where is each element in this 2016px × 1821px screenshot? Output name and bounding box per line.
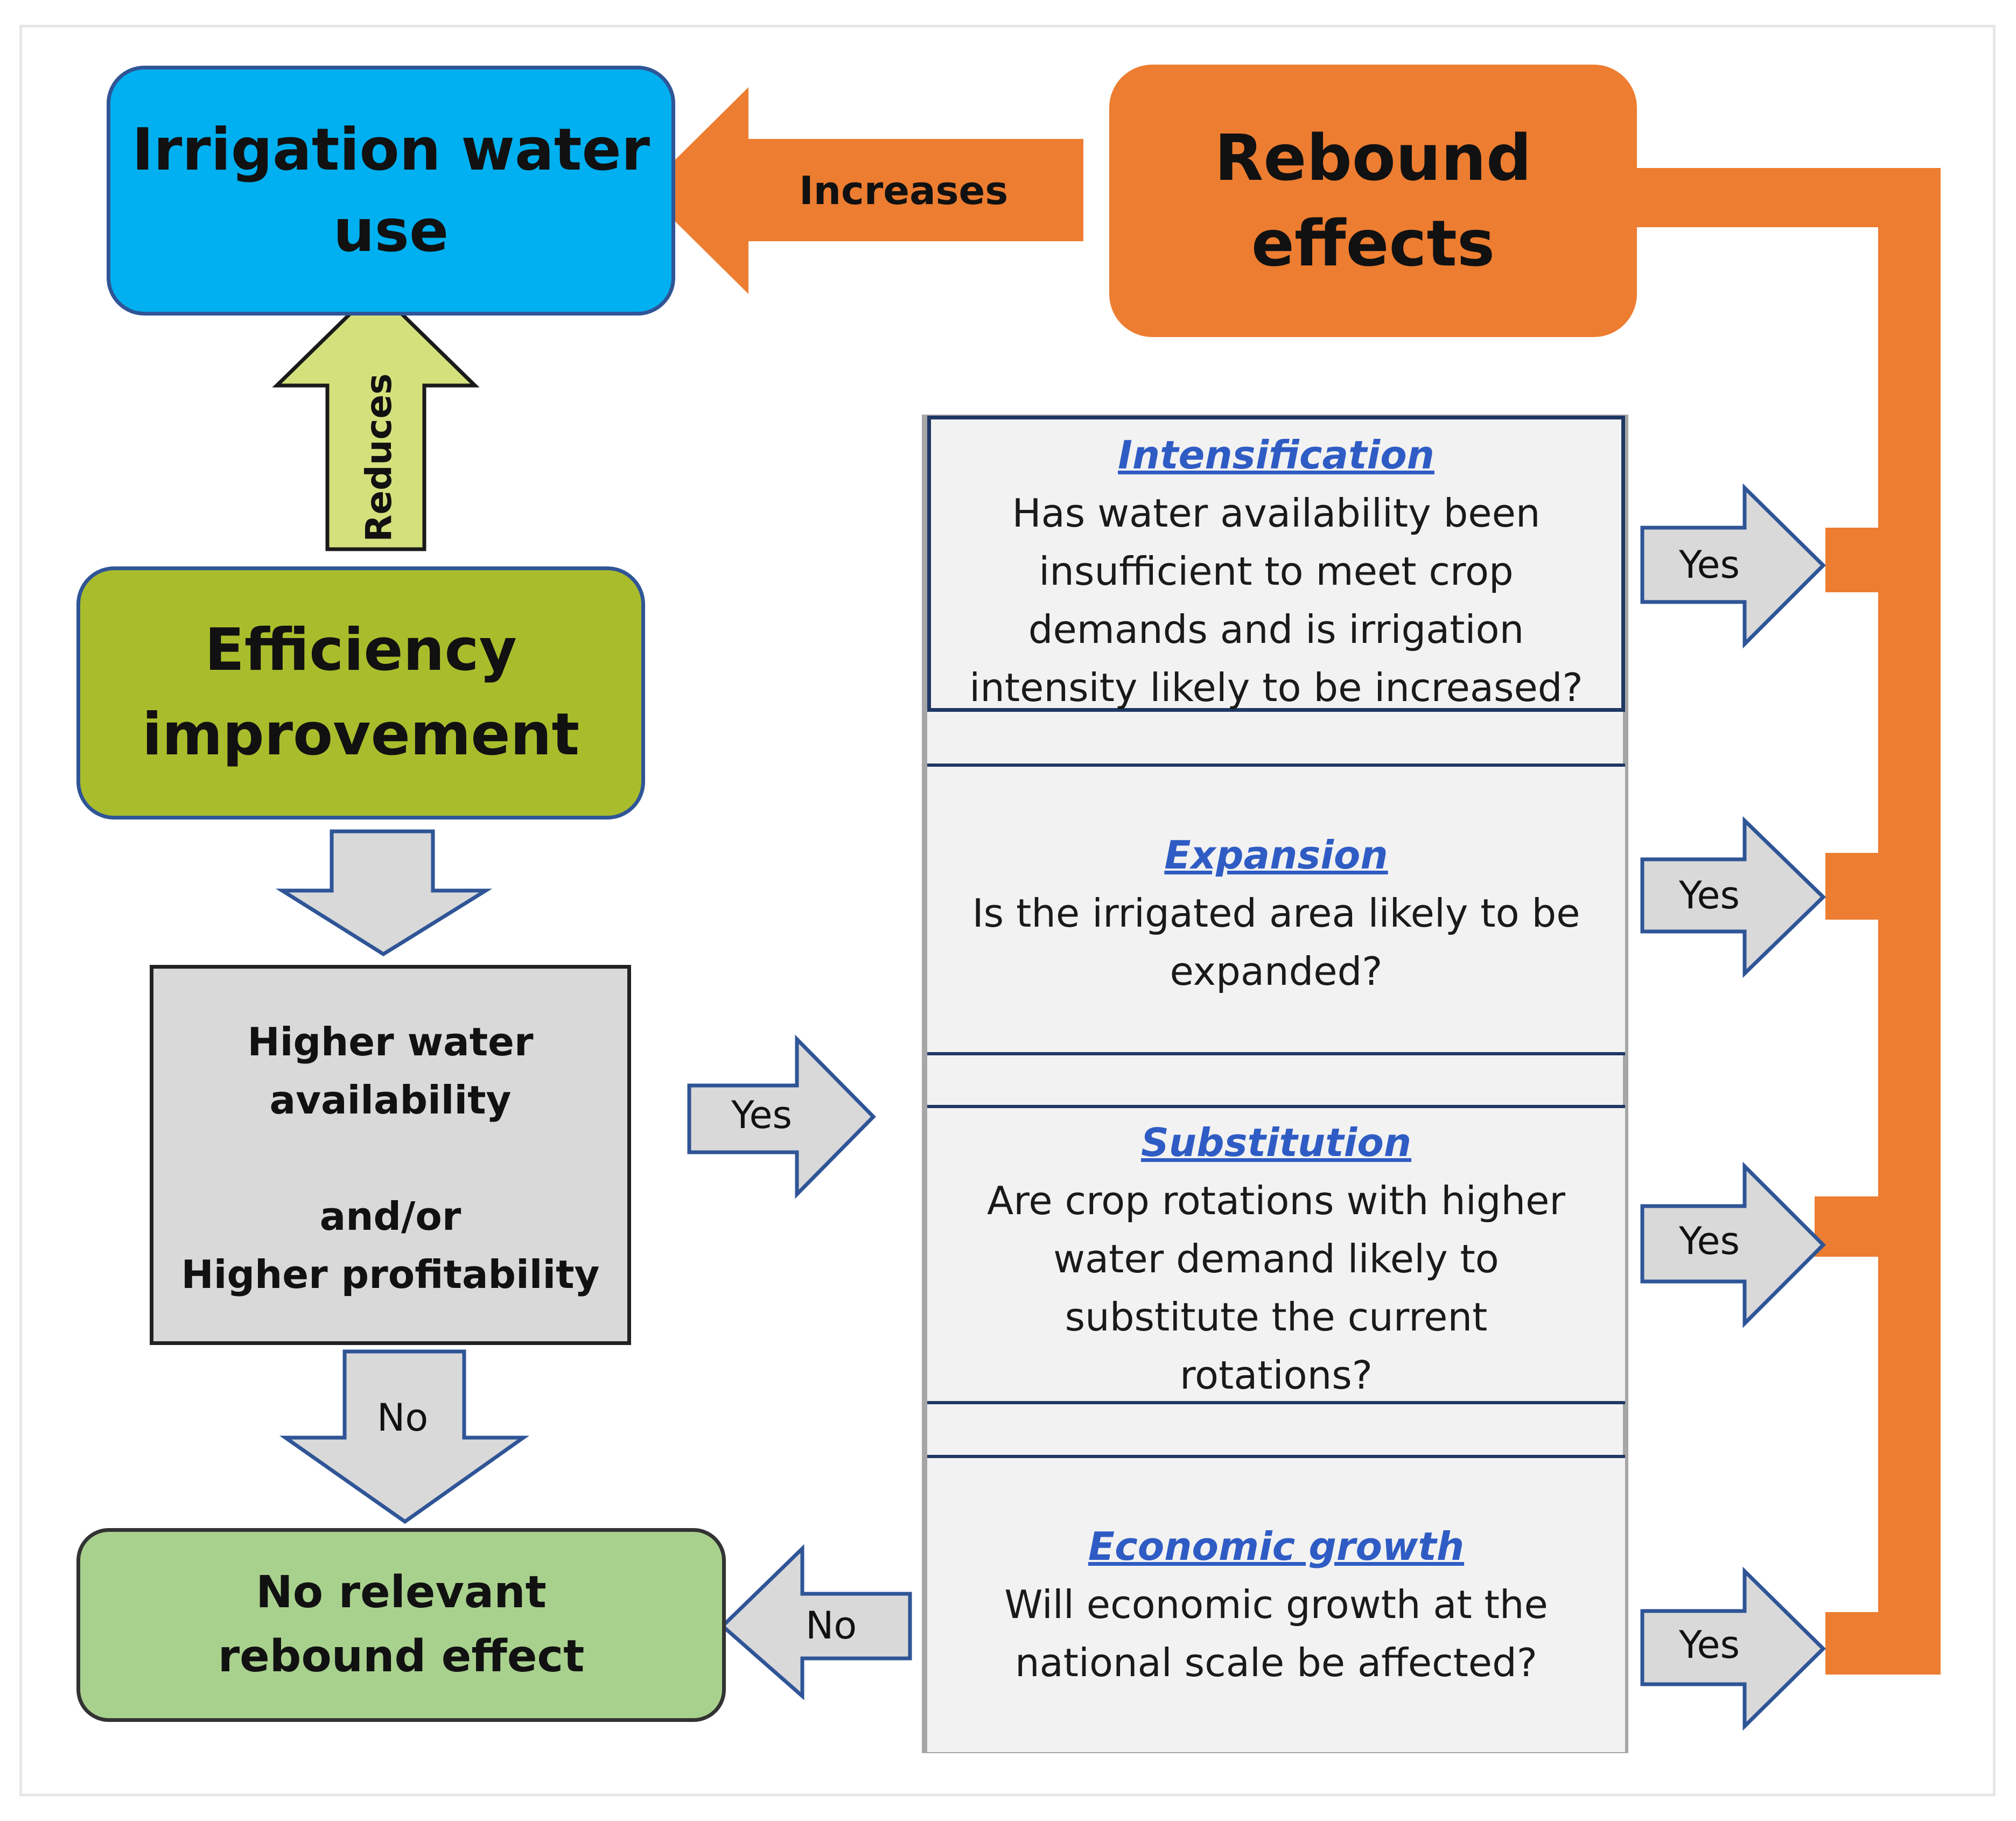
yes-label-main: Yes xyxy=(731,1093,792,1137)
question-text-line: intensity likely to be increased? xyxy=(969,665,1583,710)
increases-arrow xyxy=(644,87,1083,294)
yes-label-economic: Yes xyxy=(1679,1623,1740,1667)
no-label-down: No xyxy=(377,1396,429,1440)
no-label-left: No xyxy=(806,1603,857,1648)
efficiency-line-1: Efficiency xyxy=(205,617,517,684)
question-text-line: water demand likely to xyxy=(1053,1236,1499,1281)
increases-label: Increases xyxy=(799,168,1009,213)
question-title: Intensification xyxy=(1118,432,1434,478)
irrigation-water-use-box: Irrigation water use xyxy=(107,66,675,316)
no-relevant-line-2: rebound effect xyxy=(218,1631,585,1682)
efficiency-line-2: improvement xyxy=(142,701,580,768)
efficiency-improvement-box: Efficiency improvement xyxy=(76,566,645,820)
question-economic-growth: Economic growth Will economic growth at … xyxy=(927,1455,1625,1752)
higher-line-1: Higher water xyxy=(247,1019,534,1064)
yes-arrow-substitution xyxy=(1640,1161,1826,1328)
question-text-line: Is the irrigated area likely to be xyxy=(972,891,1580,936)
question-expansion: Expansion Is the irrigated area likely t… xyxy=(927,764,1625,1055)
question-text-line: substitute the current xyxy=(1065,1294,1488,1340)
yes-label-intensification: Yes xyxy=(1679,543,1740,587)
higher-line-3: and/or xyxy=(319,1194,461,1239)
irrigation-line-2: use xyxy=(333,198,449,265)
no-relevant-rebound-box: No relevant rebound effect xyxy=(76,1528,726,1722)
rebound-line-1: Rebound xyxy=(1214,120,1532,195)
irrigation-line-1: Irrigation water xyxy=(131,116,650,184)
yes-arrow-expansion xyxy=(1640,816,1826,978)
question-title: Economic growth xyxy=(1088,1524,1465,1569)
question-text-line: Has water availability been xyxy=(1012,491,1541,536)
question-title: Expansion xyxy=(1164,832,1388,878)
question-substitution: Substitution Are crop rotations with hig… xyxy=(927,1105,1625,1404)
rebound-feedback-connector xyxy=(1637,168,1941,1675)
yes-label-expansion: Yes xyxy=(1679,873,1740,917)
reduces-arrow xyxy=(272,286,480,551)
question-text-line: expanded? xyxy=(1170,949,1383,994)
question-text-line: insufficient to meet crop xyxy=(1039,549,1514,594)
yes-arrow-main xyxy=(687,1034,876,1199)
question-intensification: Intensification Has water availability b… xyxy=(927,416,1625,712)
diagram-frame xyxy=(19,25,1996,1796)
yes-arrow-intensification xyxy=(1640,483,1826,649)
question-text-line: Will economic growth at the xyxy=(1004,1582,1548,1627)
higher-line-2: availability xyxy=(269,1077,512,1123)
down-arrow-efficiency xyxy=(275,829,493,957)
question-text-line: Are crop rotations with higher xyxy=(987,1178,1565,1223)
question-text-line: demands and is irrigation xyxy=(1028,607,1524,652)
question-text-line: national scale be affected? xyxy=(1014,1640,1538,1685)
no-relevant-line-1: No relevant xyxy=(256,1567,547,1619)
question-text-line: rotations? xyxy=(1179,1353,1373,1398)
no-arrow-down xyxy=(279,1349,529,1524)
rebound-line-2: effects xyxy=(1251,206,1495,281)
yes-label-substitution: Yes xyxy=(1679,1219,1740,1263)
no-arrow-left xyxy=(719,1544,912,1700)
higher-availability-box: Higher water availability and/or Higher … xyxy=(150,965,631,1345)
rebound-effects-box: Rebound effects xyxy=(1109,65,1637,337)
question-title: Substitution xyxy=(1140,1120,1412,1165)
higher-line-4: Higher profitability xyxy=(181,1252,600,1297)
reduces-label: Reduces xyxy=(358,374,400,542)
yes-arrow-economic xyxy=(1640,1566,1826,1731)
